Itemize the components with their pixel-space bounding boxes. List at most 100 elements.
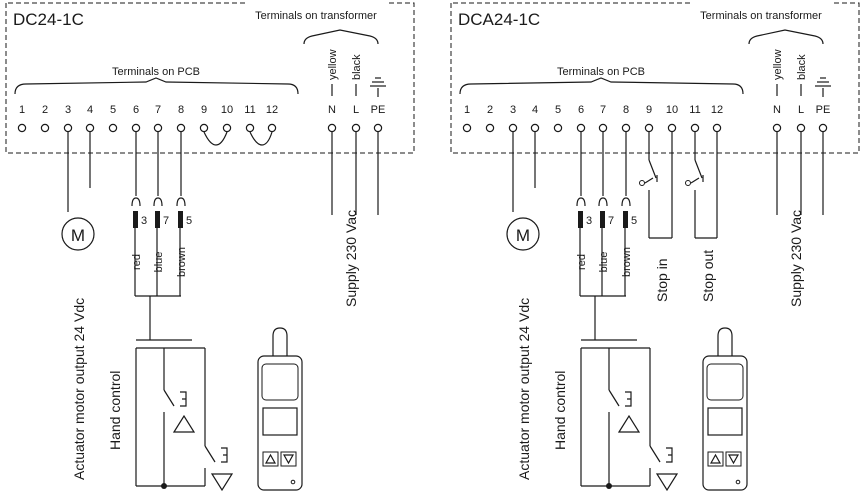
wire-color-label: blue (153, 252, 165, 273)
pcb-terminal-number: 7 (600, 104, 606, 116)
pendant-top-panel (261, 363, 299, 401)
pcb-label: Terminals on PCB (112, 66, 200, 78)
pcb-brace (459, 77, 744, 95)
pcb-terminal-number: 8 (178, 104, 184, 116)
pcb-terminal-number: 3 (510, 104, 516, 116)
connector-number: 7 (163, 215, 169, 227)
supply-label: Supply 230 Vac (788, 210, 804, 307)
up-arrow-symbol (617, 414, 641, 433)
transformer-post (796, 123, 806, 133)
connector-plug (621, 197, 631, 207)
terminal-post (644, 123, 654, 133)
pcb-terminal-number: 11 (244, 104, 255, 116)
terminal-post (108, 123, 118, 133)
transformer-label: Terminals on transformer (700, 10, 822, 22)
terminal-post (530, 123, 540, 133)
terminal-post (621, 123, 631, 133)
terminal-post (267, 123, 277, 133)
actuator-label: Actuator motor output 24 Vdc (71, 298, 87, 480)
connector-pin (155, 211, 160, 228)
terminal-post (598, 123, 608, 133)
hand-switch-detent (180, 391, 187, 407)
transformer-brace (748, 29, 824, 45)
down-arrow-symbol (210, 473, 234, 492)
panel-title: DCA24-1C (458, 10, 540, 29)
terminal-post (690, 123, 700, 133)
pcb-terminal-number: 9 (646, 104, 652, 116)
switch-blade (694, 159, 703, 179)
motor-letter: M (516, 226, 530, 245)
terminal-post (17, 123, 27, 133)
switch-contact (639, 180, 645, 186)
pcb-terminal-number: 4 (532, 104, 538, 116)
transformer-terminal: L (353, 104, 359, 116)
terminal-post (63, 123, 73, 133)
pcb-terminal-number: 8 (623, 104, 629, 116)
transformer-wire-color: black (351, 54, 363, 80)
pcb-terminal-number: 3 (65, 104, 71, 116)
stop-label: Stop in (654, 258, 670, 302)
motor-letter: M (71, 226, 85, 245)
transformer-brace (303, 29, 379, 45)
connector-number: 3 (586, 215, 592, 227)
connector-number: 7 (608, 215, 614, 227)
hand-control-pendant (702, 327, 748, 491)
connector-plug (153, 197, 163, 207)
terminal-post (153, 123, 163, 133)
terminal-post (176, 123, 186, 133)
switch-contact (685, 180, 691, 186)
switch-link (690, 177, 700, 184)
enclosure-border (5, 2, 415, 154)
pcb-terminal-number: 6 (578, 104, 584, 116)
terminal-post (667, 123, 677, 133)
down-icon (282, 454, 295, 465)
switch-blade (648, 159, 657, 179)
motor-symbol (506, 217, 540, 251)
enclosure-border (450, 2, 860, 154)
up-icon (264, 453, 277, 464)
pcb-terminal-number: 12 (711, 104, 723, 116)
pcb-terminal-number: 5 (555, 104, 561, 116)
hand-switch-blade (649, 445, 661, 463)
pendant-cable (717, 327, 733, 360)
jumper-11-12 (249, 131, 273, 146)
wire-color-label: red (576, 254, 588, 270)
connector-plug (131, 197, 141, 207)
pcb-terminal-number: 10 (221, 104, 233, 116)
hand-switch-blade (163, 389, 175, 407)
transformer-terminal: N (773, 104, 781, 116)
pendant-display (707, 407, 743, 436)
transformer-terminal: PE (816, 104, 831, 116)
stop-label: Stop out (700, 250, 716, 302)
pendant-led (735, 479, 741, 485)
pcb-label: Terminals on PCB (557, 66, 645, 78)
terminal-post (131, 123, 141, 133)
transformer-terminal: L (798, 104, 804, 116)
transformer-post (327, 123, 337, 133)
connector-number: 3 (141, 215, 147, 227)
pcb-terminal-number: 2 (42, 104, 48, 116)
pcb-terminal-number: 1 (19, 104, 25, 116)
connector-pin (623, 211, 628, 228)
terminal-post (508, 123, 518, 133)
pcb-terminal-number: 1 (464, 104, 470, 116)
transformer-wire-color: yellow (327, 49, 339, 80)
up-arrow-symbol (172, 414, 196, 433)
pendant-display (262, 407, 298, 436)
hand-switch-blade (204, 445, 216, 463)
connector-pin (133, 211, 138, 228)
switch-link (644, 177, 654, 184)
motor-symbol (61, 217, 95, 251)
terminal-post (40, 123, 50, 133)
up-icon (709, 453, 722, 464)
hand-switch-detent (221, 447, 228, 463)
connector-plug (598, 197, 608, 207)
terminal-post (553, 123, 563, 133)
pcb-terminal-number: 6 (133, 104, 139, 116)
pcb-terminal-number: 2 (487, 104, 493, 116)
pendant-top-panel (706, 363, 744, 401)
terminal-post (576, 123, 586, 133)
connector-plug (576, 197, 586, 207)
